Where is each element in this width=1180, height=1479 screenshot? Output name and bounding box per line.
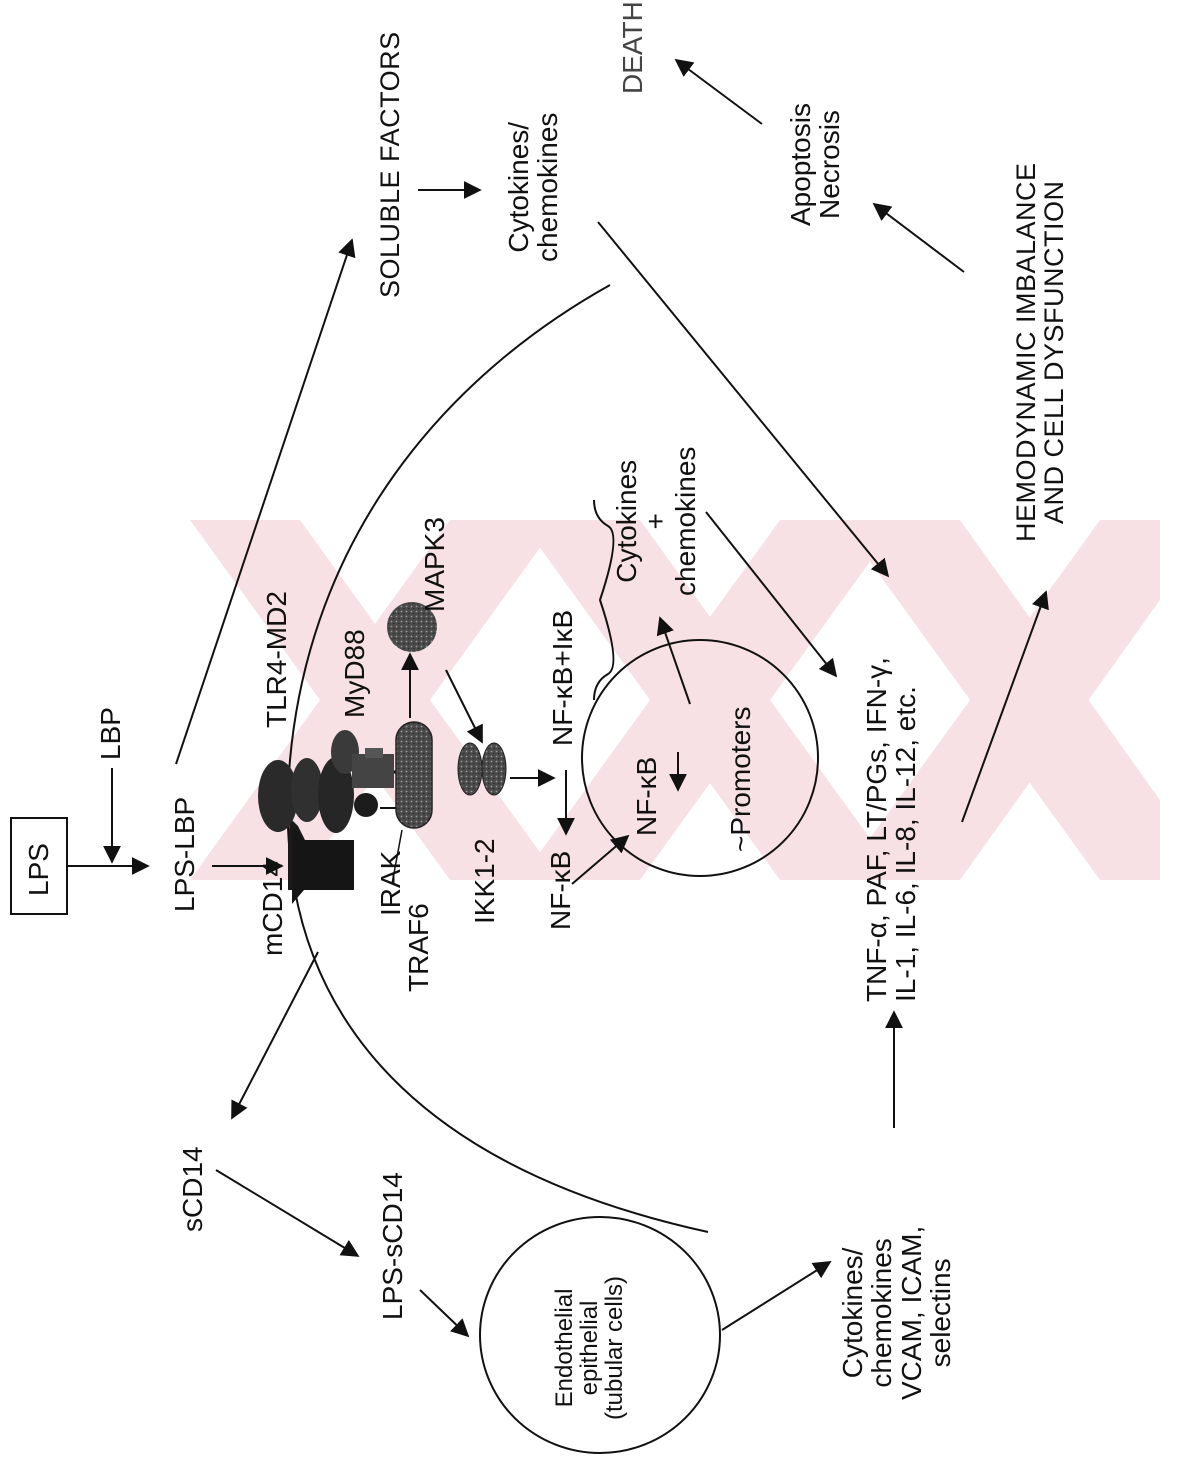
- top-cytokines-label: Cytokines/ chemokines: [504, 113, 563, 262]
- lps-lbp-label: LPS-LBP: [170, 797, 199, 912]
- traf6-label: TRAF6: [404, 903, 433, 992]
- endothelial-label: Endothelial epithelial (tubular cells): [552, 1276, 628, 1420]
- promoters-label: ~Promoters: [726, 707, 755, 853]
- apoptosis-necrosis-label: Apoptosis Necrosis: [786, 103, 845, 226]
- irak-label: IRAK: [376, 851, 405, 916]
- death-label: DEATH: [618, 1, 647, 94]
- tlr4-md2-label: TLR4-MD2: [262, 591, 291, 728]
- soluble-factors-label: SOLUBLE FACTORS: [376, 31, 404, 298]
- mapk3-label: MAPK3: [420, 517, 449, 612]
- adhesion-molecules-label: Cytokines/ chemokines VCAM, ICAM, select…: [838, 1226, 956, 1400]
- scd14-label: sCD14: [178, 1146, 207, 1232]
- nuclear-cytokines-label: Cytokines + chemokines: [612, 447, 700, 596]
- ikk-label: IKK1-2: [470, 838, 499, 924]
- lbp-label: LBP: [96, 707, 125, 760]
- myd88-label: MyD88: [340, 629, 369, 718]
- hemodynamic-label: HEMODYNAMIC IMBALANCE AND CELL DYSFUNCTI…: [1012, 162, 1069, 542]
- mcd14-label: mCD14: [258, 861, 287, 956]
- lps-scd14-label: LPS-sCD14: [378, 1172, 407, 1320]
- nfkb-nucleus-label: NF-κB: [632, 757, 661, 836]
- lps-label: LPS: [24, 843, 53, 896]
- mediators-label: TNF-α, PAF, LT/PGs, IFN-γ, IL-1, IL-6, I…: [862, 657, 921, 1002]
- nfkb-ikb-label: NF-κB+IκB: [548, 610, 577, 746]
- nfkb-label: NF-κB: [546, 851, 575, 930]
- myd88-shape: [352, 754, 394, 788]
- irak-traf6-shape: [396, 722, 432, 828]
